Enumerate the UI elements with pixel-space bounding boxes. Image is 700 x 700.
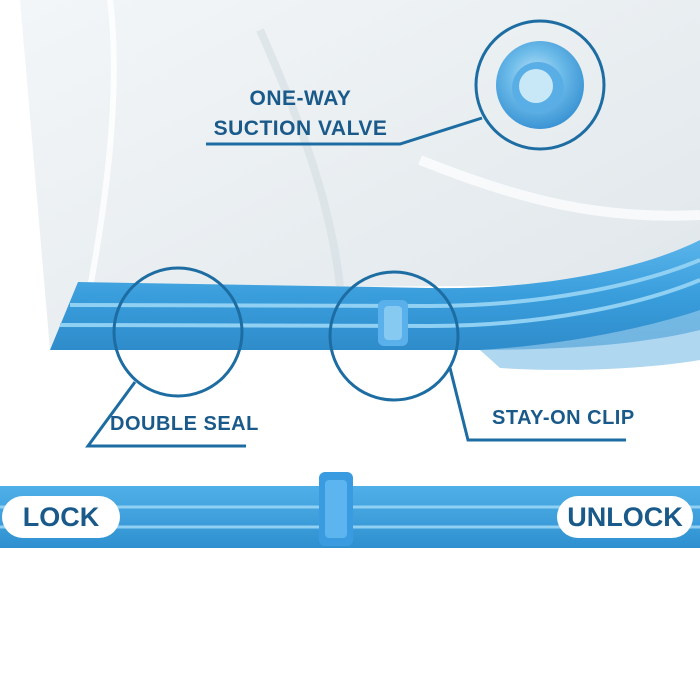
zipper-seal	[50, 240, 700, 350]
valve-leader-line	[206, 116, 483, 146]
unlock-label: UNLOCK	[567, 501, 683, 532]
valve-label-line-2: SUCTION VALVE	[213, 117, 388, 140]
valve-callout-ring	[474, 19, 606, 151]
bag-crease	[256, 28, 344, 287]
zipper-track	[59, 278, 700, 329]
clip-leader-line	[448, 367, 626, 442]
seal-leader-line	[85, 381, 246, 448]
bag-crease	[418, 155, 700, 221]
zipper-track	[69, 258, 700, 309]
seal-callout-ring	[112, 266, 244, 398]
clip-label: STAY-ON CLIP	[492, 407, 635, 429]
bag-fold	[480, 310, 700, 370]
seal-label: DOUBLE SEAL	[110, 413, 259, 435]
valve-cap	[519, 69, 553, 103]
valve-label-line-1: ONE-WAY	[249, 87, 352, 110]
bag-crease	[87, 0, 117, 289]
lock-label: LOCK	[22, 501, 100, 532]
lock-label-pill: LOCK	[2, 496, 120, 538]
zipper-clip-face	[384, 306, 402, 340]
clip-callout-ring	[328, 270, 460, 402]
slider-clip-face	[325, 480, 347, 538]
valve-label: ONE-WAY SUCTION VALVE	[208, 84, 393, 144]
unlock-label-pill: UNLOCK	[557, 496, 693, 538]
